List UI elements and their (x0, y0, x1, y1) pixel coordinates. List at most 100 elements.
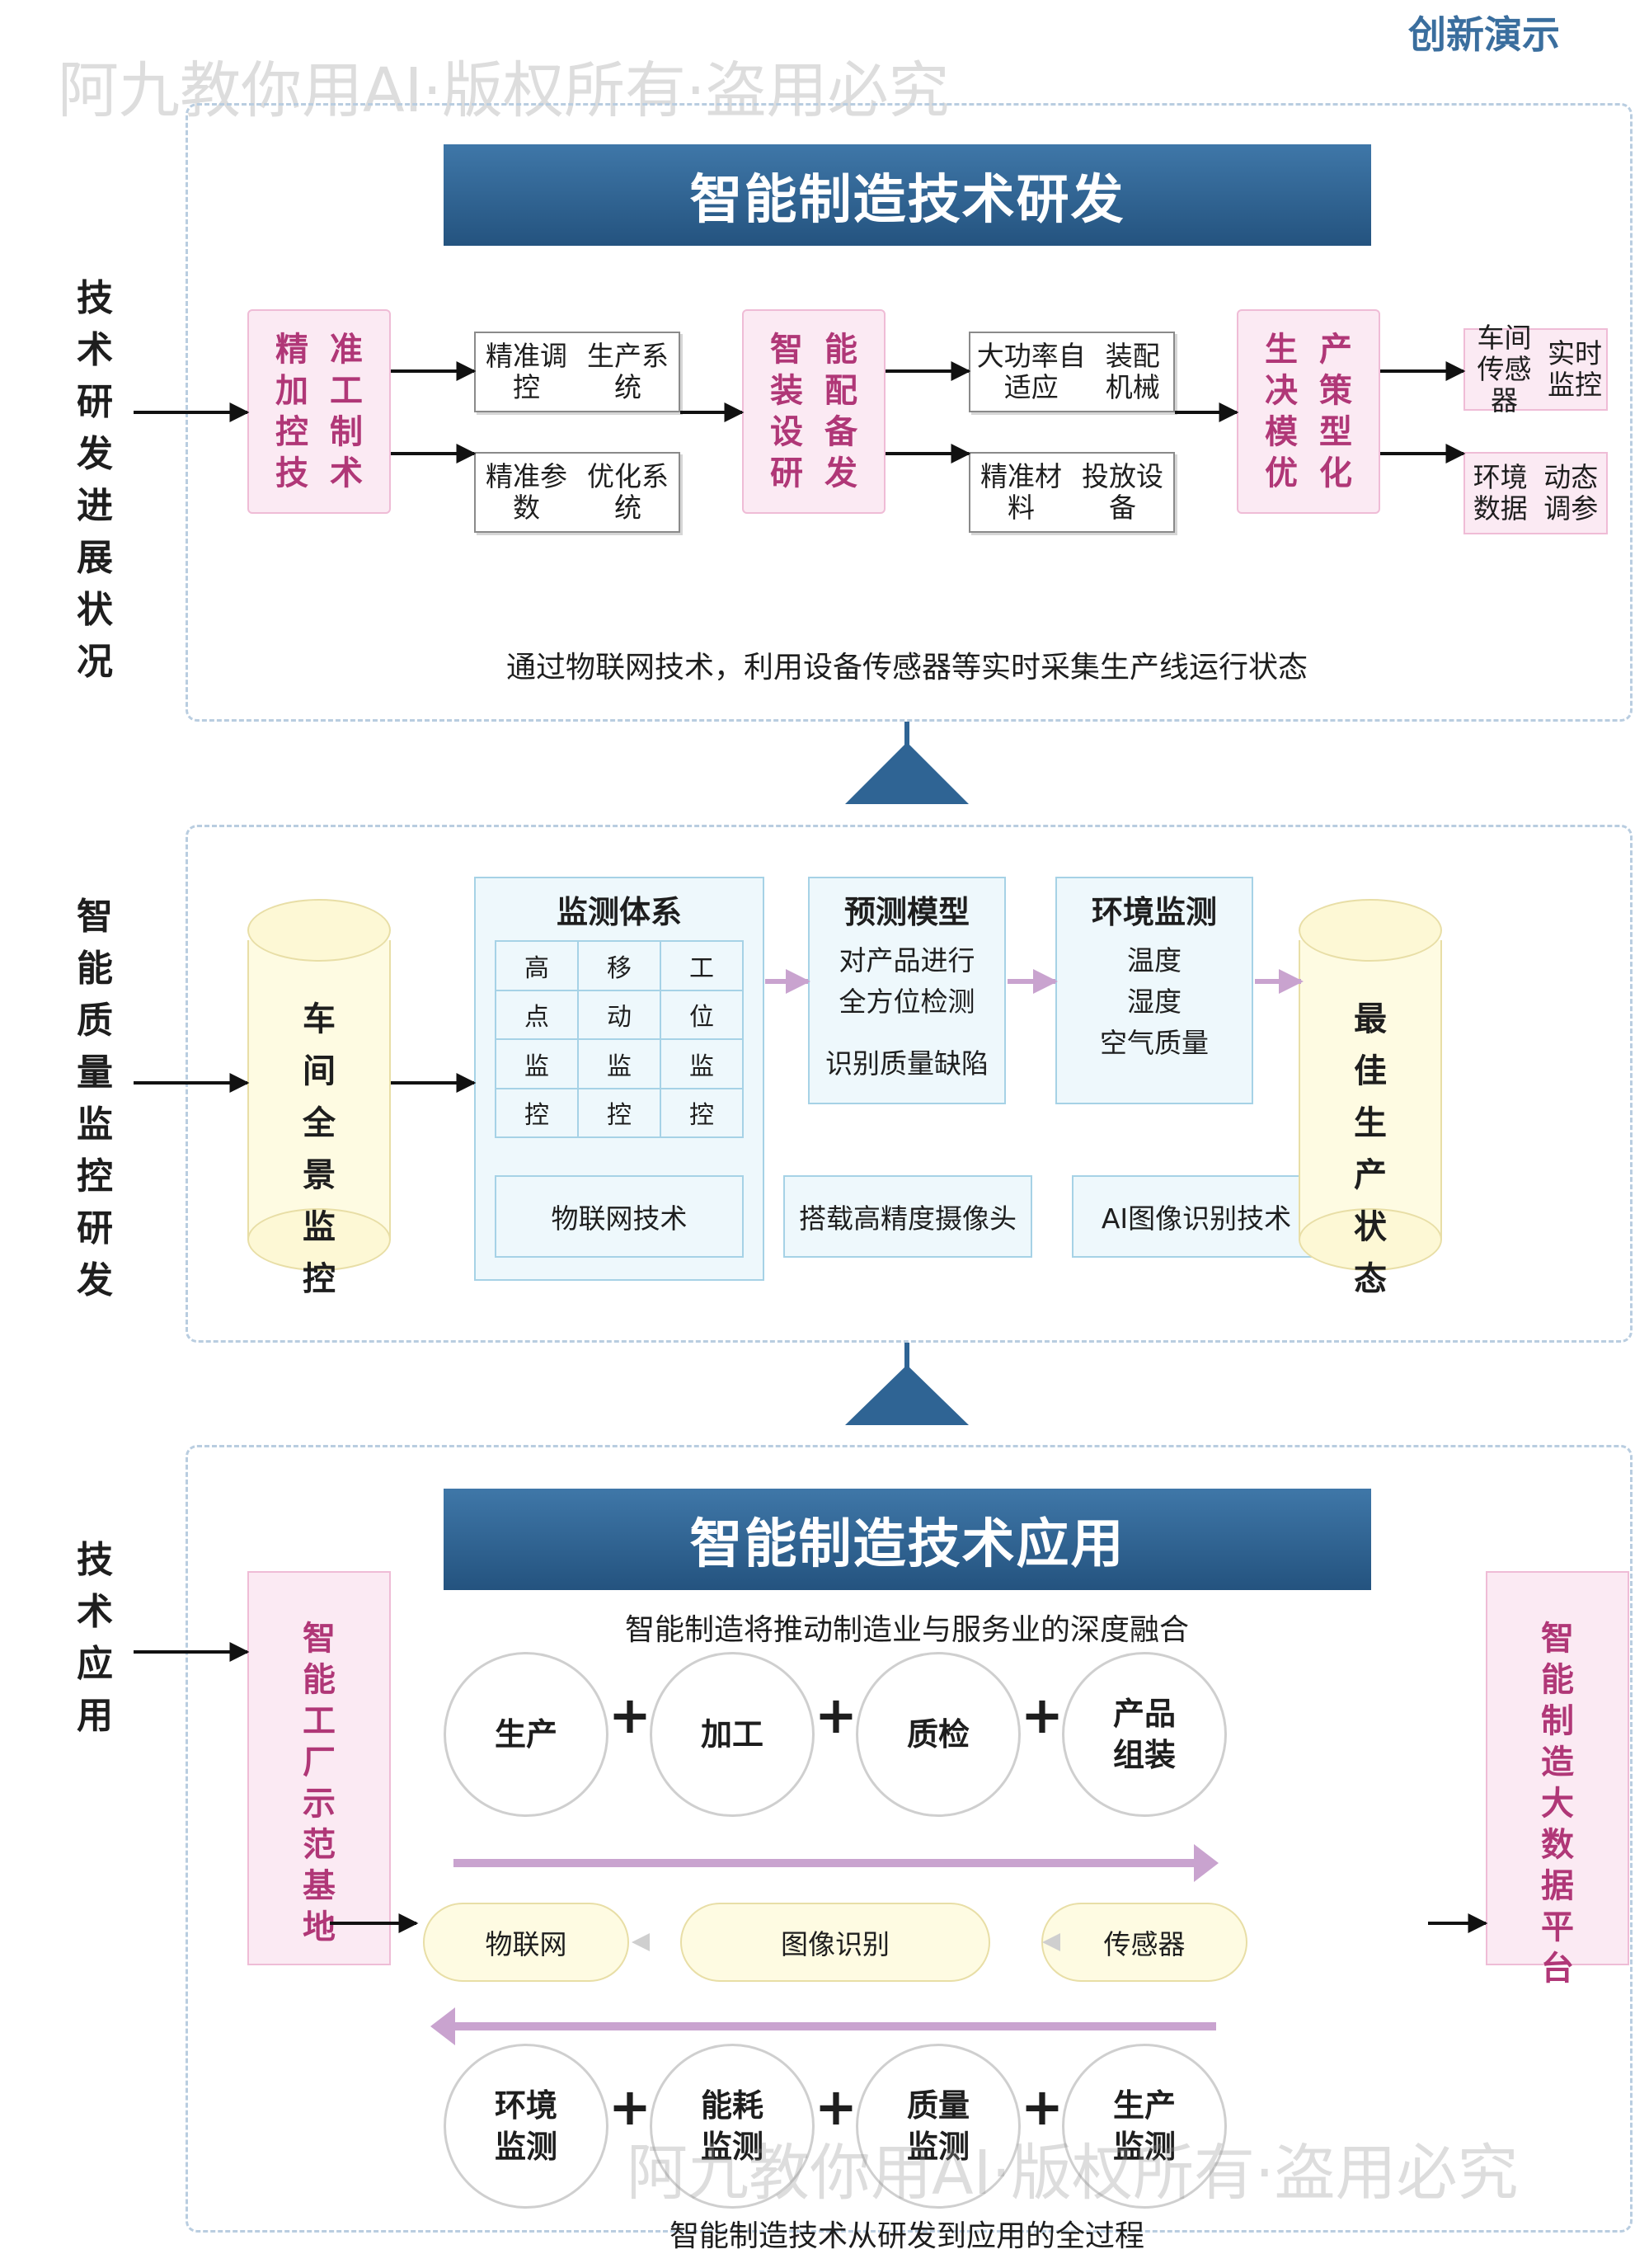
text-line: 监测 (700, 2129, 763, 2165)
flow-bar-backward-head (430, 2007, 455, 2045)
pill-iot: 物联网 (423, 1903, 629, 1982)
panorama-cylinder-body (247, 940, 391, 1240)
label-char: 能 (77, 948, 113, 990)
label-char: 技 (275, 454, 308, 492)
iot-tech-box: 物联网技术 (495, 1175, 744, 1258)
env-monitor-box (1055, 877, 1253, 1104)
section-application-panel (186, 1445, 1633, 2233)
monitoring-grid: 高移工点动位监监监控控控 (495, 940, 744, 1138)
connector-stem-2 (904, 1343, 909, 1376)
env-monitor-title: 环境监测 (1091, 894, 1217, 930)
text-line: 装配机械 (1105, 340, 1160, 403)
material-dispensing-box: 精准材料投放设备 (969, 452, 1175, 533)
connector-stem-1 (904, 722, 909, 746)
env-data-box: 环境数据动态调参 (1463, 452, 1608, 534)
label-char: 生 (1354, 1104, 1387, 1142)
grid-cell: 监 (496, 1040, 579, 1089)
text-line: 实时监控 (1548, 337, 1602, 401)
text-line: 车间传感器 (1477, 322, 1532, 416)
text-line: 产品 (1112, 1696, 1176, 1732)
label-char: 佳 (1354, 1052, 1387, 1090)
panorama-cylinder-label: 车间全景监控 (247, 994, 391, 1306)
label-char: 间 (303, 1052, 336, 1090)
label-char: 数 (1541, 1826, 1574, 1864)
label-char: 术 (330, 454, 363, 492)
prediction-line-1: 对产品进行 (839, 944, 975, 976)
label-char: 设 (770, 413, 803, 451)
monitoring-system-title: 监测体系 (556, 894, 682, 930)
label-char: 地 (303, 1908, 336, 1946)
label-char: 态 (1354, 1260, 1387, 1298)
text-line: 环境 (494, 2087, 557, 2124)
text-line: 生产系统 (587, 340, 669, 403)
label-char: 况 (77, 641, 113, 683)
label-char: 精 (275, 331, 308, 369)
grid-cell: 工 (661, 942, 744, 991)
corner-label: 创新演示 (1408, 12, 1560, 57)
plus-sign: + (815, 2077, 857, 2137)
flow-bar-forward (453, 1859, 1196, 1867)
label-char: 平 (1541, 1908, 1574, 1946)
label-char: 型 (1319, 413, 1352, 451)
label-char: 术 (77, 329, 113, 371)
decision-model-label: 生产决策模型优化 (1260, 329, 1357, 494)
grid-cell: 控 (661, 1089, 744, 1138)
grid-cell: 位 (661, 990, 744, 1040)
text-line: 精准材料 (980, 460, 1062, 524)
prediction-line-2: 全方位检测 (839, 986, 975, 1018)
research-caption: 通过物联网技术，利用设备传感器等实时采集生产线运行状态 (505, 651, 1308, 685)
text-line: 质量 (906, 2087, 970, 2124)
application-caption: 智能制造技术从研发到应用的全过程 (669, 2219, 1144, 2253)
plus-sign: + (1021, 2077, 1064, 2137)
label-char: 能 (824, 331, 857, 369)
camera-box: 搭载高精度摄像头 (783, 1175, 1032, 1258)
label-char: 模 (1265, 413, 1298, 451)
label-char: 术 (77, 1591, 113, 1633)
grid-cell: 控 (496, 1089, 579, 1138)
assembly-equipment-label: 智能装配设备研发 (765, 329, 862, 494)
watermark-top: 阿九教你用AI·版权所有·盗用必究 (58, 55, 950, 126)
label-char: 量 (77, 1052, 113, 1094)
label-char: 用 (77, 1695, 113, 1737)
grid-cell: 点 (496, 990, 579, 1040)
label-char: 技 (77, 1539, 113, 1581)
text-line: 优化系统 (587, 460, 669, 524)
precision-control-system-box: 精准调控生产系统 (474, 332, 680, 412)
label-char: 全 (303, 1104, 336, 1142)
demo-factory-column: 智能工厂示范基地 (247, 1571, 391, 1965)
label-char: 发 (824, 454, 857, 492)
label-char: 技 (77, 277, 113, 319)
section-research-side-label: 技术研发进展状况 (66, 272, 124, 688)
connector-triangle-2 (845, 1365, 969, 1425)
text-line: 组装 (1112, 1737, 1176, 1773)
label-char: 配 (824, 372, 857, 410)
label-char: 状 (77, 589, 113, 631)
prediction-model-title: 预测模型 (843, 894, 970, 930)
label-char: 加 (275, 372, 308, 410)
label-char: 装 (770, 372, 803, 410)
label-char: 智 (1541, 1620, 1574, 1658)
connector-triangle-1 (845, 742, 969, 804)
label-char: 厂 (303, 1743, 336, 1781)
pill-pointer-1 (632, 1933, 650, 1951)
label-char: 景 (303, 1156, 336, 1194)
flow-bar-forward-head (1194, 1844, 1219, 1882)
watermark-bottom: 阿九教你用AI·版权所有·盗用必究 (627, 2138, 1519, 2209)
optimal-cylinder-top (1299, 899, 1442, 962)
text-line: 精准参数 (486, 460, 567, 524)
circle-inspection: 质检 (856, 1652, 1021, 1817)
grid-cell: 移 (579, 942, 661, 991)
label-char: 制 (330, 413, 363, 451)
section-quality-side-label: 智能质量监控研发 (66, 891, 124, 1306)
adaptive-assembly-box: 大功率自适应装配机械 (969, 332, 1175, 412)
env-line-temperature: 温度 (1127, 944, 1182, 976)
pill-pointer-2 (1042, 1933, 1060, 1951)
label-char: 智 (77, 896, 113, 938)
label-char: 车 (303, 1000, 336, 1038)
label-char: 产 (1354, 1156, 1387, 1194)
label-char: 监 (303, 1208, 336, 1246)
grid-cell: 监 (661, 1040, 744, 1089)
prediction-model-box (808, 877, 1006, 1104)
panorama-cylinder-top (247, 899, 391, 962)
precision-machining-label: 精准加工控制技术 (270, 329, 368, 494)
